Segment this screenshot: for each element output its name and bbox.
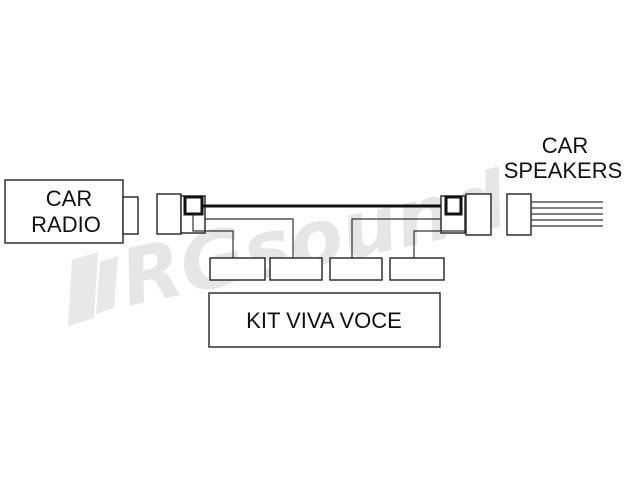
kit-viva-voce-box	[208, 292, 441, 348]
car-radio-label-line1: CAR	[46, 186, 92, 211]
car-speakers-label-line1: CAR	[542, 133, 588, 158]
watermark-mark-right	[96, 256, 118, 314]
radio-side-connector	[156, 193, 182, 235]
watermark-mark-left	[68, 252, 98, 326]
speaker-connector	[506, 193, 532, 236]
branch-wire	[205, 218, 294, 258]
kit-connector	[269, 257, 323, 281]
harness-right-plug	[444, 195, 463, 216]
car-radio-box	[4, 179, 124, 244]
car-radio-socket	[122, 196, 139, 235]
branch-wire	[192, 214, 234, 258]
kit-connector	[209, 257, 266, 281]
branch-wire	[351, 218, 441, 258]
car-radio-label-line2: RADIO	[31, 212, 101, 237]
car-speakers-label-line2: SPEAKERS	[504, 158, 623, 183]
speaker-side-connector	[465, 193, 492, 236]
branch-wires	[192, 214, 466, 258]
kit-viva-voce-label: KIT VIVA VOCE	[246, 308, 402, 333]
branch-wire	[413, 230, 466, 258]
kit-viva-voce: KIT VIVA VOCE	[208, 292, 441, 348]
car-radio: CAR RADIO	[4, 179, 139, 244]
kit-connector	[389, 257, 445, 281]
kit-connector	[329, 257, 383, 281]
speaker-wires	[531, 201, 603, 227]
